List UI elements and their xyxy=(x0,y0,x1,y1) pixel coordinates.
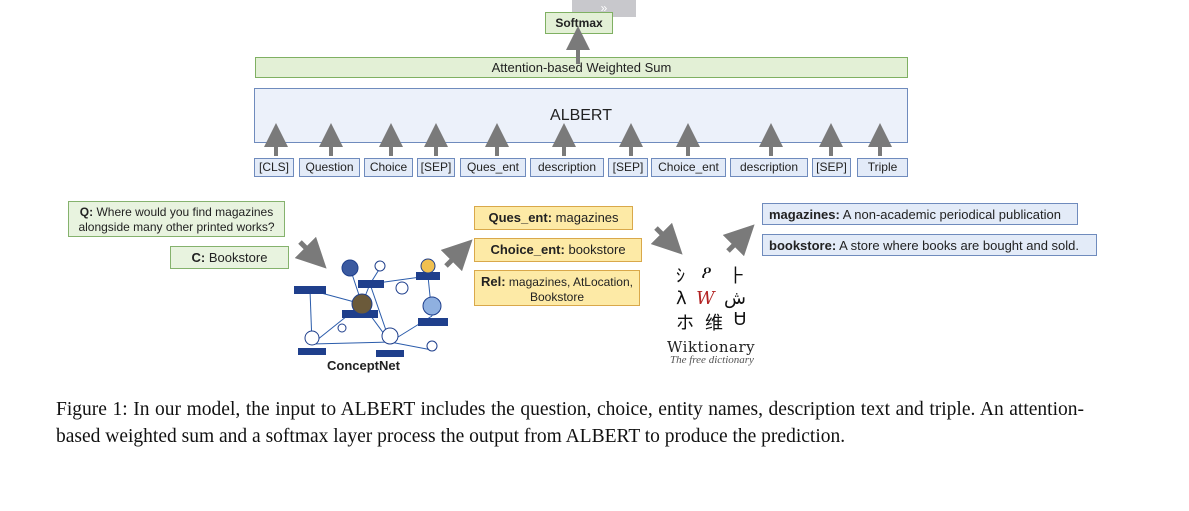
node-louvre-img xyxy=(395,281,409,295)
choice-box: C: Bookstore xyxy=(170,246,289,269)
albert-box: ALBERT xyxy=(254,88,908,143)
choice-text: Bookstore xyxy=(208,250,268,265)
node-paris xyxy=(416,272,440,280)
node-building-img xyxy=(374,260,386,272)
arrow-graph-to-entities xyxy=(440,239,473,272)
wiktionary-glyph: W xyxy=(696,288,715,309)
node-eiffel-img xyxy=(422,296,442,316)
chevron-up-icon: » xyxy=(600,1,608,15)
bookstore-label: bookstore: xyxy=(769,238,837,253)
choice-ent-box: Choice_ent: bookstore xyxy=(474,238,642,262)
node-louvre xyxy=(358,280,384,288)
node-mona-lisa-img xyxy=(351,293,373,315)
token-description-1: description xyxy=(530,158,604,177)
token-sep-1: [SEP] xyxy=(417,158,455,177)
rel-value: magazines, AtLocation, Bookstore xyxy=(508,275,633,304)
node-person-img xyxy=(304,330,320,346)
token-cls: [CLS] xyxy=(254,158,294,177)
node-museum-img xyxy=(426,340,438,352)
wiktionary-glyph: ｼ xyxy=(676,266,685,287)
question-box: Q: Where would you find magazines alongs… xyxy=(68,201,285,237)
rel-box: Rel: magazines, AtLocation, Bookstore xyxy=(474,270,640,306)
conceptnet-label: ConceptNet xyxy=(327,358,400,373)
node-person-img-2 xyxy=(381,327,399,345)
bookstore-description-box: bookstore: A store where books are bough… xyxy=(762,234,1097,256)
magazines-text: A non-academic periodical publication xyxy=(842,207,1061,222)
ques-ent-value: magazines xyxy=(555,210,619,225)
arrow-wiktionary-to-descriptions xyxy=(722,224,755,257)
node-leonardo xyxy=(341,259,359,277)
wiktionary-glyph: ⺊ xyxy=(728,266,746,287)
wiktionary-title: Wiktionary xyxy=(667,338,756,356)
choice-ent-value: bookstore xyxy=(568,242,626,257)
magazines-label: magazines: xyxy=(769,207,840,222)
token-choice-ent: Choice_ent xyxy=(651,158,726,177)
wiktionary-glyph: ホ xyxy=(676,313,694,334)
architecture-arrows xyxy=(264,26,892,272)
magazines-description-box: magazines: A non-academic periodical pub… xyxy=(762,203,1078,225)
token-sep-2: [SEP] xyxy=(608,158,648,177)
conceptnet-graph xyxy=(294,258,448,357)
token-question: Question xyxy=(299,158,360,177)
wiktionary-logo: ｼ ዖ ⺊ λ W ش ホ 维 Ꮜ xyxy=(676,262,746,335)
wiktionary-subtitle: The free dictionary xyxy=(670,354,754,366)
token-sep-3: [SEP] xyxy=(812,158,851,177)
token-choice: Choice xyxy=(364,158,413,177)
bookstore-text: A store where books are bought and sold. xyxy=(839,238,1080,253)
ques-ent-box: Ques_ent: magazines xyxy=(474,206,633,230)
node-city xyxy=(298,348,326,355)
token-description-2: description xyxy=(730,158,808,177)
albert-label: ALBERT xyxy=(550,107,612,124)
choice-prefix: C: xyxy=(191,250,206,265)
choice-ent-label: Choice_ent: xyxy=(490,242,565,257)
token-ques-ent: Ques_ent xyxy=(460,158,526,177)
rel-label: Rel: xyxy=(481,274,506,289)
node-paris-img xyxy=(420,258,436,274)
arrow-question-to-graph xyxy=(294,236,327,269)
attention-sum-box: Attention-based Weighted Sum xyxy=(255,57,908,78)
ques-ent-label: Ques_ent: xyxy=(488,210,553,225)
figure-caption: Figure 1: In our model, the input to ALB… xyxy=(56,399,1084,447)
wiktionary-glyph: 维 xyxy=(704,313,723,334)
question-prefix: Q: xyxy=(79,205,94,219)
node-eiffel-tower xyxy=(418,318,448,326)
wiktionary-glyph: ዖ xyxy=(701,262,712,283)
wiktionary-glyph: Ꮜ xyxy=(733,309,746,330)
wiktionary-glyph: λ xyxy=(676,288,687,309)
node-museum xyxy=(376,350,404,357)
token-triple: Triple xyxy=(857,158,908,177)
node-small xyxy=(337,323,347,333)
wiktionary-glyph: ش xyxy=(724,288,746,309)
node-art-work xyxy=(294,286,326,294)
question-text: Where would you find magazines alongside… xyxy=(78,205,275,234)
arrow-entities-to-wiktionary xyxy=(650,222,683,255)
